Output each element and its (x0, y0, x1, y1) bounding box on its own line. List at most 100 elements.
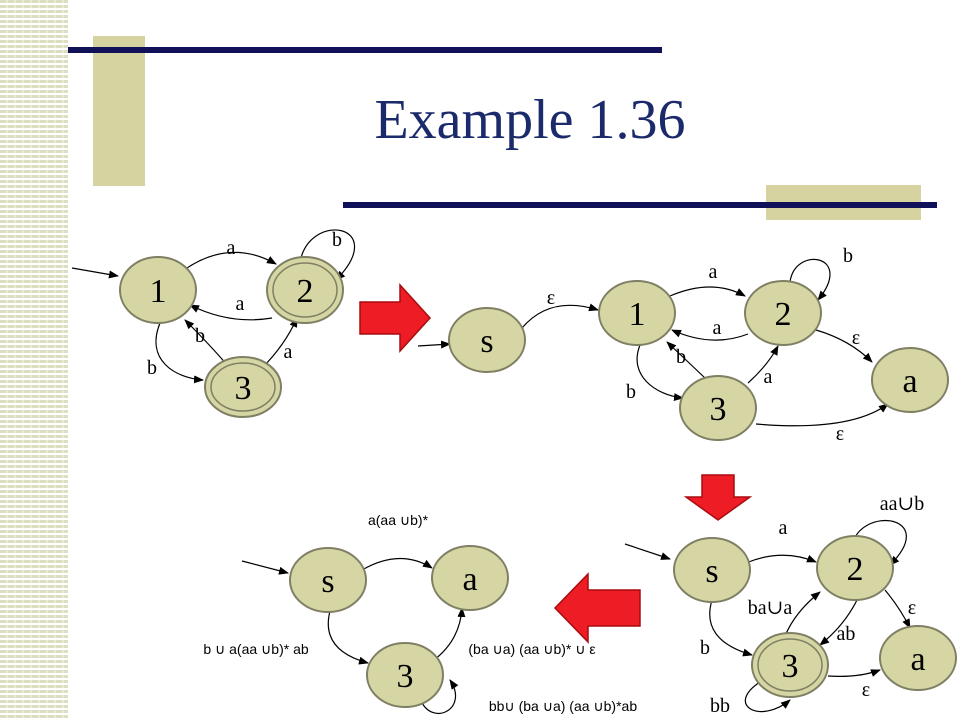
edge-label: b (332, 229, 342, 251)
start-arrow (241, 560, 289, 575)
node-label: 3 (782, 648, 799, 685)
edge-1-2 (183, 251, 277, 271)
state-node-accept-inner (210, 362, 276, 412)
node-label: a (910, 641, 925, 678)
edge-1-3 (636, 344, 684, 402)
edge-label: a (713, 317, 722, 339)
node-label: 2 (775, 296, 792, 333)
state-node (289, 547, 367, 613)
node-label: 3 (397, 658, 414, 695)
edge-3-1 (666, 341, 706, 379)
state-node-accept-inner (272, 262, 338, 318)
edge-label: a (779, 517, 788, 539)
edge-3-accept (433, 607, 466, 661)
state-node (673, 537, 751, 603)
edge-label: a (236, 293, 245, 315)
diagram-removed-state-1: s 2 3 a aa∪b a ba∪a ab ε b bb ε (624, 493, 957, 717)
edge-2-1 (671, 329, 749, 341)
start-arrow (624, 543, 671, 560)
edge-label: b (843, 245, 853, 267)
state-node-accept-outer (266, 256, 344, 324)
state-node-accept (871, 347, 949, 413)
edge-label: ε (852, 327, 860, 349)
node-label: s (321, 563, 334, 600)
edge-label: (ba ∪a) (aa ∪b)* ∪ ε (468, 641, 595, 657)
edge-3-loop (419, 679, 459, 715)
edge-label: b (626, 381, 636, 403)
start-arrow (71, 267, 119, 279)
edge-2-loop (299, 229, 356, 281)
edge-s-2 (745, 554, 817, 564)
edge-s-accept (361, 557, 433, 571)
state-node (598, 280, 676, 346)
navy-rule-bottom (343, 202, 937, 208)
olive-accent-block-top (93, 36, 145, 186)
start-arrow (417, 340, 451, 349)
edge-label: ba∪a (748, 597, 793, 619)
node-label: s (480, 323, 493, 360)
edge-label: bb∪ (ba ∪a) (aa ∪b)*ab (489, 698, 637, 714)
edge-label: b (195, 325, 205, 347)
edge-2-loop (789, 258, 831, 301)
edge-label: ε (862, 679, 870, 701)
state-node (816, 535, 894, 601)
state-node (448, 307, 526, 373)
edge-label: ε (908, 597, 916, 619)
state-node-inner (757, 638, 823, 692)
edge-3-2 (784, 591, 821, 637)
transform-arrow-left (553, 572, 641, 644)
edge-2-3 (819, 597, 859, 646)
state-node-accept (431, 545, 509, 611)
edge-label: b ∪ a(aa ∪b)* ab (203, 641, 309, 657)
node-label: 2 (847, 551, 864, 588)
edge-1-2 (669, 286, 746, 297)
edge-s-3 (327, 610, 369, 665)
edge-label: a (764, 366, 773, 388)
state-node-accept-outer (204, 356, 282, 418)
edge-1-3 (155, 322, 204, 384)
edge-label: b (147, 357, 157, 379)
state-node (119, 256, 197, 324)
state-node (679, 375, 757, 441)
edge-2-accept (884, 589, 911, 629)
edge-3-loop (744, 681, 791, 713)
transform-arrow-right (359, 283, 432, 353)
edge-3-accept (755, 403, 889, 427)
state-node-accept (879, 625, 957, 691)
transform-arrow-down (683, 474, 753, 521)
edge-2-loop (851, 519, 907, 566)
node-label: s (705, 553, 718, 590)
node-label: a (902, 363, 917, 400)
node-label: 1 (629, 296, 646, 333)
state-node (366, 642, 444, 708)
edge-label: ε (836, 423, 844, 445)
node-label: a (462, 561, 477, 598)
edge-label: a (284, 341, 293, 363)
edge-3-accept (827, 669, 881, 677)
node-label: 1 (150, 273, 167, 310)
edge-s-3 (709, 599, 753, 657)
edge-s-1 (521, 303, 599, 329)
edge-3-2 (747, 345, 779, 384)
diagram-removed-state-2: s a 3 a(aa ∪b)* b ∪ a(aa ∪b)* ab (ba ∪a)… (203, 512, 637, 715)
edge-label: b (700, 637, 710, 659)
edge-label: a (709, 261, 718, 283)
edge-label: aa∪b (880, 493, 925, 515)
slide-title: Example 1.36 (374, 89, 686, 151)
state-node (744, 280, 822, 346)
edge-label: a(aa ∪b)* (368, 512, 429, 528)
edge-label: ε (547, 287, 555, 309)
left-stripe-decoration (0, 0, 68, 720)
node-label: 3 (710, 391, 727, 428)
edge-label: a (227, 237, 236, 259)
edge-label: ab (837, 623, 856, 645)
edge-2-accept (815, 329, 873, 363)
node-label: 2 (297, 273, 314, 310)
diagram-added-start-accept: s 1 2 3 a ε a b a b a b ε ε (417, 245, 949, 445)
node-label: 3 (235, 370, 252, 407)
diagram-original: 1 2 3 a b a b a b (71, 229, 356, 418)
edge-3-1 (184, 319, 229, 367)
navy-rule-top (68, 47, 662, 53)
edge-label: bb (710, 695, 730, 717)
